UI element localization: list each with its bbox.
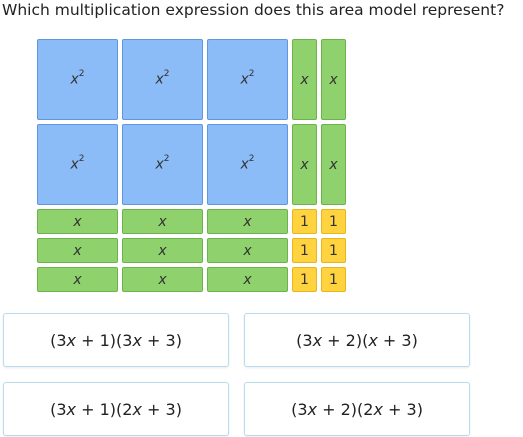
x-tile: x: [122, 267, 203, 292]
unit-tile: 1: [321, 209, 346, 234]
choice-d-button[interactable]: (3x + 2)(2x + 3): [244, 382, 470, 436]
unit-tile: 1: [321, 267, 346, 292]
x-tile: x: [207, 267, 288, 292]
x-squared-tile: x2: [122, 124, 203, 205]
unit-tile: 1: [292, 238, 317, 263]
x-squared-tile: x2: [207, 124, 288, 205]
choice-c-button[interactable]: (3x + 1)(2x + 3): [3, 382, 229, 436]
x-squared-tile: x2: [207, 39, 288, 120]
choice-label: (3x + 1)(2x + 3): [50, 399, 182, 419]
question-prompt: Which multiplication expression does thi…: [2, 1, 505, 19]
x-tile: x: [122, 238, 203, 263]
unit-tile: 1: [292, 209, 317, 234]
unit-tile: 1: [292, 267, 317, 292]
x-tile: x: [292, 39, 317, 120]
x-tile: x: [321, 124, 346, 205]
choice-b-button[interactable]: (3x + 2)(x + 3): [244, 313, 470, 367]
choice-label: (3x + 2)(x + 3): [296, 330, 418, 350]
unit-tile: 1: [321, 238, 346, 263]
x-tile: x: [122, 209, 203, 234]
x-squared-tile: x2: [37, 124, 118, 205]
x-squared-tile: x2: [37, 39, 118, 120]
choice-a-button[interactable]: (3x + 1)(3x + 3): [3, 313, 229, 367]
x-tile: x: [37, 267, 118, 292]
x-tile: x: [292, 124, 317, 205]
x-tile: x: [321, 39, 346, 120]
choice-label: (3x + 1)(3x + 3): [50, 330, 182, 350]
x-tile: x: [207, 238, 288, 263]
x-tile: x: [37, 209, 118, 234]
x-tile: x: [207, 209, 288, 234]
choice-label: (3x + 2)(2x + 3): [291, 399, 423, 419]
x-tile: x: [37, 238, 118, 263]
x-squared-tile: x2: [122, 39, 203, 120]
